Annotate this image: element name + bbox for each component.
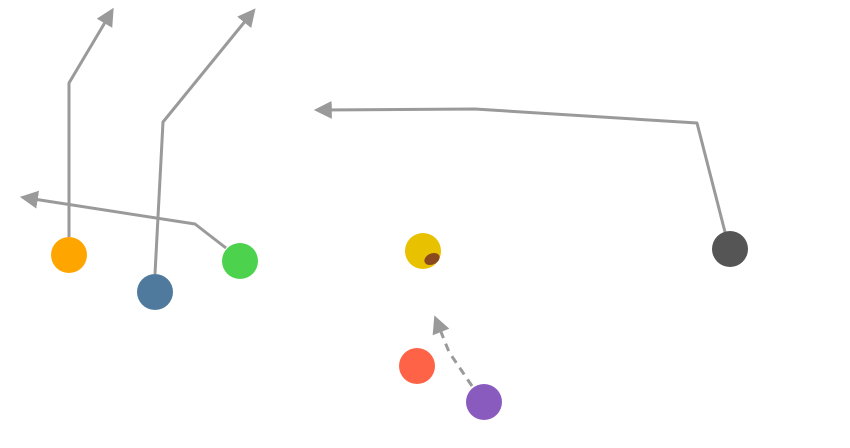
route-dark-gray bbox=[313, 100, 727, 233]
routes bbox=[19, 7, 727, 387]
players bbox=[51, 231, 748, 420]
player-blue bbox=[137, 274, 173, 310]
player-dark-gray bbox=[712, 231, 748, 267]
football-icon bbox=[424, 252, 440, 266]
route-green bbox=[19, 190, 227, 250]
player-purple bbox=[466, 384, 502, 420]
player-red bbox=[399, 348, 435, 384]
route-blue bbox=[153, 8, 256, 275]
route-orange bbox=[67, 7, 114, 237]
player-orange bbox=[51, 237, 87, 273]
route-purple bbox=[432, 315, 474, 387]
player-yellow bbox=[405, 233, 441, 269]
player-green bbox=[222, 243, 258, 279]
